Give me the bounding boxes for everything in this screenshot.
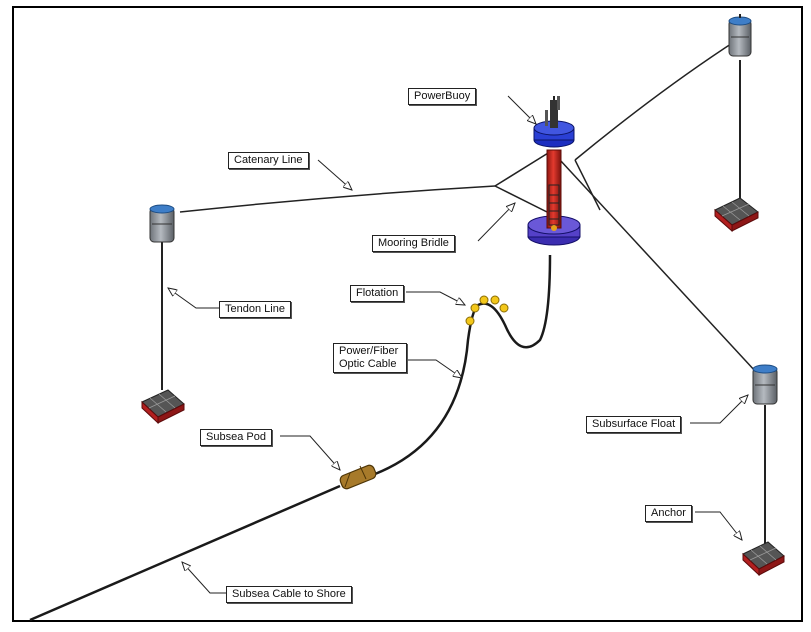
subsurface-float-right bbox=[752, 364, 778, 405]
powerbuoy-label: PowerBuoy bbox=[408, 88, 477, 105]
catenary-lines bbox=[179, 39, 757, 373]
tendon-line-label: Tendon Line bbox=[219, 301, 291, 318]
subsurface-float-label: Subsurface Float bbox=[586, 416, 682, 433]
subsurface-float-left bbox=[149, 204, 175, 243]
flotation-label: Flotation bbox=[350, 285, 405, 302]
power-fiber-optic-cable-label: Power/Fiber Optic Cable bbox=[333, 343, 407, 373]
anchor-left bbox=[141, 389, 185, 425]
anchor-right bbox=[742, 541, 785, 577]
subsurface-float-top-right bbox=[728, 14, 752, 57]
power-fiber-text: Power/Fiber bbox=[339, 345, 399, 357]
leader-lines bbox=[168, 95, 748, 594]
flotation-beads bbox=[465, 295, 509, 326]
mooring-bridle-label: Mooring Bridle bbox=[372, 235, 455, 252]
tendon-lines bbox=[161, 60, 766, 547]
subsea-pod bbox=[339, 464, 377, 490]
subsea-pod-label: Subsea Pod bbox=[200, 429, 272, 446]
catenary-line-label: Catenary Line bbox=[228, 152, 309, 169]
subsea-cable-to-shore-label: Subsea Cable to Shore bbox=[226, 586, 352, 603]
powerbuoy bbox=[527, 96, 581, 246]
anchor-top-right bbox=[714, 197, 759, 233]
anchor-label: Anchor bbox=[645, 505, 692, 522]
subsea-cable bbox=[29, 254, 552, 622]
optic-cable-text: Optic Cable bbox=[339, 358, 397, 370]
